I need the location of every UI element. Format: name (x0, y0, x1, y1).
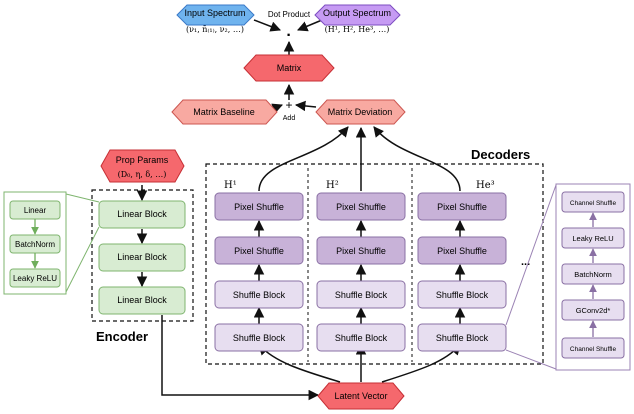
prop-params-node (100, 149, 185, 183)
linear-block (98, 200, 186, 229)
matrix-baseline-node (171, 99, 278, 125)
linear-block-label: Linear Block (117, 252, 167, 262)
linear-block (98, 286, 186, 315)
plus-operator: + (285, 98, 292, 112)
add-label: Add (283, 115, 296, 122)
matrix-label: Matrix (277, 63, 302, 73)
channel-shuffle-label: Channel Shuffle (570, 200, 617, 207)
gconv2d-layer (561, 299, 625, 321)
pixel-shuffle-label: Pixel Shuffle (336, 202, 386, 212)
channel-shuffle-layer (561, 191, 625, 213)
batchnorm-label: BatchNorm (574, 270, 612, 279)
detail-connector (505, 184, 557, 326)
detail-connector (65, 226, 100, 293)
matrix-deviation-label: Matrix Deviation (328, 107, 393, 117)
batchnorm-layer-label: BatchNorm (15, 240, 55, 249)
leaky-relu-label: Leaky ReLU (572, 234, 613, 243)
shuffle-block (214, 280, 304, 309)
output-spectrum-node (314, 4, 401, 26)
prop-params-formula: (D₀, η, δ, …) (118, 170, 167, 179)
leaky-relu-layer (561, 227, 625, 249)
dot-operator: · (286, 27, 291, 44)
detail-connector (505, 349, 557, 370)
pixel-shuffle-label: Pixel Shuffle (437, 202, 487, 212)
detail-connector (65, 193, 100, 203)
pixel-shuffle-block (417, 236, 507, 265)
pixel-shuffle-label: Pixel Shuffle (336, 246, 386, 256)
linear-block-label: Linear Block (117, 209, 167, 219)
shuffle-block-label: Shuffle Block (436, 333, 489, 343)
input-spectrum-formula: (ν₁, n̄₍₁₎, ν₂, …) (186, 25, 244, 34)
latent-vector-node (317, 382, 405, 410)
batchnorm-layer (561, 263, 625, 285)
pixel-shuffle-block (214, 236, 304, 265)
dot-product-label: Dot Product (268, 10, 311, 19)
shuffle-block (316, 323, 406, 352)
more-decoders-ellipsis: ... (521, 256, 530, 268)
latent-vector-label: Latent Vector (334, 391, 387, 401)
prop-params-title: Prop Params (116, 155, 169, 165)
leaky-relu-layer (9, 268, 61, 288)
shuffle-block-label: Shuffle Block (335, 290, 388, 300)
leaky-relu-layer-label: Leaky ReLU (13, 274, 57, 283)
shuffle-block-label: Shuffle Block (233, 333, 286, 343)
encoder-title: Encoder (96, 329, 148, 344)
matrix-baseline-label: Matrix Baseline (193, 107, 255, 117)
pixel-shuffle-block (316, 236, 406, 265)
pixel-shuffle-label: Pixel Shuffle (234, 246, 284, 256)
shuffle-block (316, 280, 406, 309)
linear-block-label: Linear Block (117, 295, 167, 305)
shuffle-block-label: Shuffle Block (436, 290, 489, 300)
shuffle-block (417, 323, 507, 352)
channel-shuffle-label: Channel Shuffle (570, 346, 617, 353)
matrix-node (243, 54, 335, 82)
shuffle-block-label: Shuffle Block (233, 290, 286, 300)
shuffle-block (214, 323, 304, 352)
decoders-title: Decoders (471, 147, 530, 162)
linear-block (98, 243, 186, 272)
shuffle-block-label: Shuffle Block (335, 333, 388, 343)
matrix-deviation-node (315, 99, 406, 125)
shuffle-block (417, 280, 507, 309)
decoder-column-label: H² (326, 180, 339, 191)
input-spectrum-node (176, 4, 255, 26)
linear-layer-label: Linear (24, 206, 47, 215)
pixel-shuffle-block (214, 192, 304, 221)
input-spectrum-title: Input Spectrum (184, 8, 245, 18)
pixel-shuffle-block (417, 192, 507, 221)
pixel-shuffle-block (316, 192, 406, 221)
gconv2d-label: GConv2d* (576, 306, 611, 315)
pixel-shuffle-label: Pixel Shuffle (437, 246, 487, 256)
pixel-shuffle-label: Pixel Shuffle (234, 202, 284, 212)
decoder-column-label: H¹ (224, 180, 237, 191)
channel-shuffle-layer (561, 337, 625, 359)
decoder-column-label: He³ (476, 180, 495, 191)
output-spectrum-title: Output Spectrum (323, 8, 391, 18)
decoders-frame (205, 163, 544, 365)
connectors (136, 19, 466, 401)
output-spectrum-formula: (H¹, H², He³, …) (325, 25, 390, 34)
